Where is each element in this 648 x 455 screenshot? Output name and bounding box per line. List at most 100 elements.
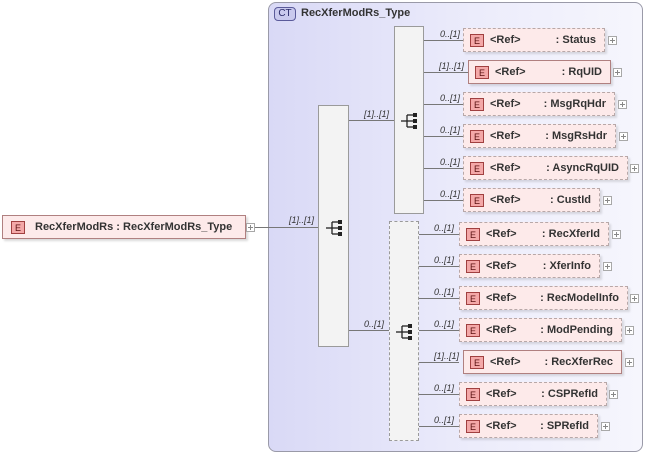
sequence-icon [326,220,342,236]
sequence-icon [396,324,412,340]
element-name: : AsyncRqUID [546,162,619,174]
element-rquid[interactable]: E <Ref> : RqUID [468,60,611,84]
element-name: : RecXferRec [544,356,613,368]
expand-icon[interactable] [618,100,627,109]
child-occurrence: 0..[1] [440,93,461,103]
connector-line [424,200,463,201]
expand-icon[interactable] [603,196,612,205]
element-msgrshdr[interactable]: E <Ref> : MsgRsHdr [463,124,616,148]
ref-label: <Ref> [486,324,517,336]
child-occurrence: [1]..[1] [434,351,460,361]
expand-icon[interactable] [601,422,610,431]
element-modpending[interactable]: E <Ref> : ModPending [459,318,622,342]
inner-sequence-1[interactable] [394,26,424,214]
root-expand-icon[interactable] [246,223,255,232]
expand-icon[interactable] [613,68,622,77]
child-occurrence: 0..[1] [440,157,461,167]
connector-line [419,394,459,395]
child-occurrence: 0..[1] [434,287,455,297]
expand-icon[interactable] [630,164,639,173]
element-badge: E [470,162,484,175]
element-badge: E [466,388,480,401]
connector-line [424,104,463,105]
ref-label: <Ref> [495,66,526,78]
element-custid[interactable]: E <Ref> : CustId [463,188,600,212]
element-name: : ModPending [540,324,613,336]
child-occurrence: 0..[1] [434,383,455,393]
child-occurrence: 0..[1] [440,29,461,39]
expand-icon[interactable] [619,132,628,141]
element-name: : RecModelInfo [540,292,619,304]
element-badge: E [475,66,489,79]
element-status[interactable]: E <Ref> : Status [463,28,605,52]
element-badge: E [470,194,484,207]
connector-line [349,120,394,121]
root-occurrence: [1]..[1] [289,215,315,225]
element-csprefid[interactable]: E <Ref> : CSPRefId [459,382,607,406]
element-recxferid[interactable]: E <Ref> : RecXferId [459,222,609,246]
element-badge: E [466,420,480,433]
ref-label: <Ref> [490,34,521,46]
ref-label: <Ref> [486,292,517,304]
element-badge: E [466,260,480,273]
connector-line [349,330,389,331]
connector-line [419,234,459,235]
child-occurrence: 0..[1] [434,223,455,233]
expand-icon[interactable] [612,230,621,239]
seq1-occurrence: [1]..[1] [364,109,390,119]
outer-sequence[interactable] [318,105,349,347]
complex-type-name: RecXferModRs_Type [301,7,411,19]
expand-icon[interactable] [625,358,634,367]
ref-label: <Ref> [490,98,521,110]
inner-sequence-2[interactable] [389,221,419,441]
element-badge: E [470,130,484,143]
child-occurrence: 0..[1] [434,319,455,329]
element-name: : RecXferId [541,228,600,240]
element-badge: E [466,324,480,337]
connector-line [424,72,468,73]
ref-label: <Ref> [490,130,521,142]
element-sprefid[interactable]: E <Ref> : SPRefId [459,414,598,438]
connector-line [424,40,463,41]
element-name: : MsgRqHdr [543,98,606,110]
expand-icon[interactable] [603,262,612,271]
sequence-icon [401,113,417,129]
ref-label: <Ref> [490,356,521,368]
element-recmodelinfo[interactable]: E <Ref> : RecModelInfo [459,286,628,310]
root-element-label: RecXferModRs : RecXferModRs_Type [35,221,233,233]
expand-icon[interactable] [630,294,639,303]
connector-line [419,426,459,427]
element-badge: E [11,221,25,234]
connector-line [255,227,319,228]
element-name: : RqUID [561,66,602,78]
element-asyncrquid[interactable]: E <Ref> : AsyncRqUID [463,156,628,180]
element-badge: E [470,34,484,47]
ref-label: <Ref> [490,194,521,206]
connector-line [419,266,459,267]
expand-icon[interactable] [609,390,618,399]
connector-line [424,136,463,137]
connector-line [419,330,459,331]
ref-label: <Ref> [486,388,517,400]
element-name: : SPRefId [540,420,589,432]
root-element[interactable]: E RecXferModRs : RecXferModRs_Type [2,215,246,239]
connector-line [424,168,463,169]
connector-line [419,362,459,363]
element-badge: E [470,356,484,369]
connector-line [419,298,459,299]
element-xferinfo[interactable]: E <Ref> : XferInfo [459,254,600,278]
element-name: : XferInfo [542,260,591,272]
expand-icon[interactable] [608,36,617,45]
element-badge: E [470,98,484,111]
element-msgrqhdr[interactable]: E <Ref> : MsgRqHdr [463,92,615,116]
expand-icon[interactable] [625,326,634,335]
ref-label: <Ref> [486,228,517,240]
element-name: : MsgRsHdr [545,130,607,142]
ref-label: <Ref> [490,162,521,174]
child-occurrence: [1]..[1] [439,61,465,71]
element-badge: E [466,292,480,305]
complex-type-badge: CT [274,7,296,21]
element-name: : Status [555,34,596,46]
element-badge: E [466,228,480,241]
element-recxferrec[interactable]: E <Ref> : RecXferRec [463,350,622,374]
